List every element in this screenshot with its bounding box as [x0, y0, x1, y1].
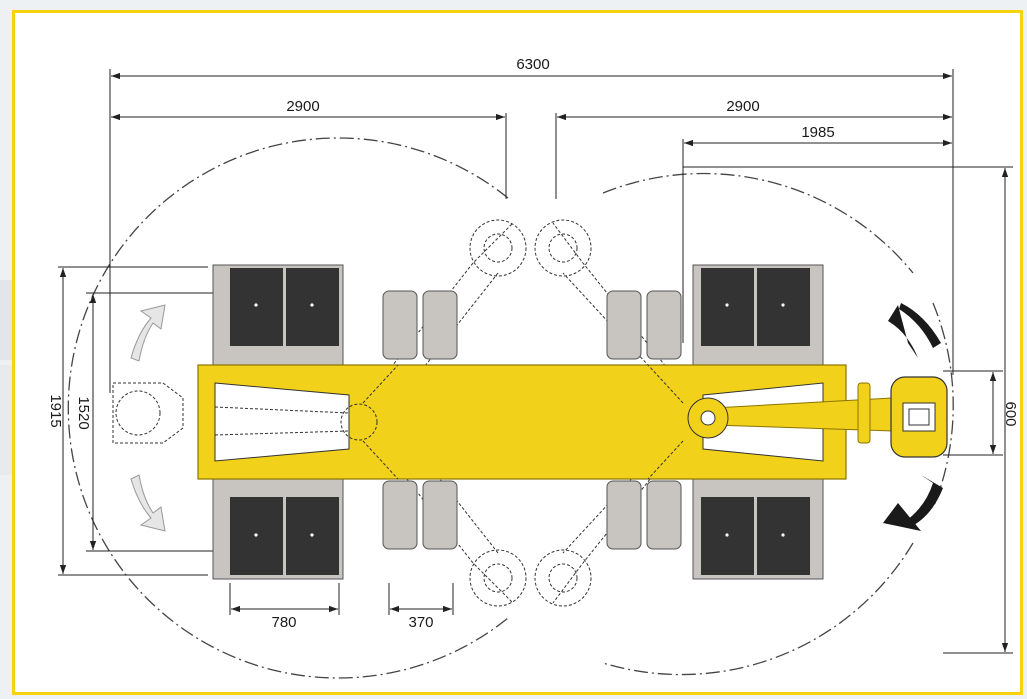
large-pad-top-left [212, 264, 344, 366]
rotation-circle-left [67, 137, 509, 679]
curved-arrow-outline-icon-top [130, 304, 166, 362]
dim-left-span: 2900 [286, 98, 319, 115]
rotation-circle-right [602, 172, 954, 676]
dim-small-pad-width: 370 [408, 614, 433, 631]
curved-arrow-icon-bottom [883, 475, 943, 531]
dim-right-span: 2900 [726, 98, 759, 115]
curved-arrow-outline-icon-bottom [130, 474, 166, 532]
dim-overall-width: 6300 [516, 56, 549, 73]
dim-right-height: 3600 [1019, 394, 1023, 427]
dim-height-inner: 1520 [75, 396, 92, 429]
dim-right-inner: 1985 [801, 124, 834, 141]
dim-height-outer: 1915 [47, 394, 64, 427]
diagram-frame: 6300 2900 2900 1985 1915 1520 3600 600 7… [12, 10, 1023, 695]
large-pad-bottom-left [212, 474, 344, 580]
large-pad-bottom-right [692, 474, 824, 580]
extension-lines [58, 69, 1013, 654]
small-pads [382, 290, 682, 550]
curved-arrow-icon-top [888, 303, 941, 358]
dim-pad-width: 780 [271, 614, 296, 631]
dimension-lines [59, 72, 1009, 652]
large-pad-top-right [692, 264, 824, 366]
drawbar [687, 376, 948, 458]
dim-right-short: 600 [1002, 401, 1019, 426]
lift-diagram: 6300 2900 2900 1985 1915 1520 3600 600 7… [47, 56, 1023, 679]
swing-arms [112, 219, 704, 607]
